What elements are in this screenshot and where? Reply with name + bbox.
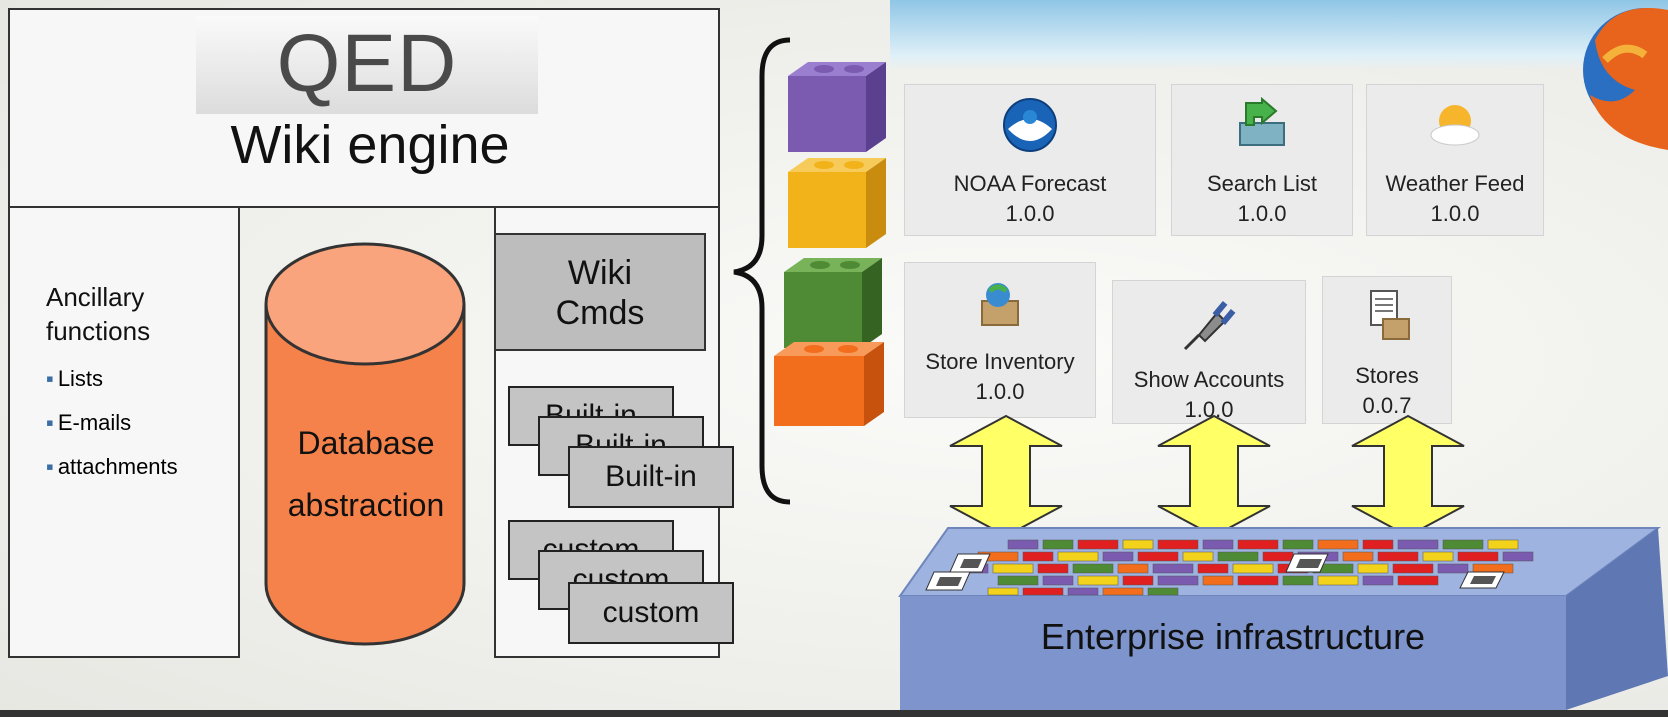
search-list-icon <box>1239 96 1285 146</box>
ancillary-item: E-mails <box>46 410 226 436</box>
custom-card: custom <box>568 582 734 644</box>
widget-version: 1.0.0 <box>1237 201 1287 226</box>
widget-version: 1.0.0 <box>1005 201 1055 226</box>
firefox-logo-icon <box>1583 8 1668 150</box>
widget-name: Weather Feed <box>1385 171 1525 196</box>
enterprise-infrastructure-slab <box>898 527 1668 710</box>
widget-version: 0.0.7 <box>1362 393 1412 418</box>
widget-weather-feed[interactable]: Weather Feed 1.0.0 <box>1366 84 1544 236</box>
widget-name: Stores <box>1355 363 1419 388</box>
widget-name: Search List <box>1206 171 1318 196</box>
database-label-line2: abstraction <box>287 487 445 523</box>
ancillary-title-line1: Ancillary <box>46 282 145 312</box>
ancillary-list: Lists E-mails attachments <box>46 366 226 498</box>
double-arrow-icon <box>1351 414 1465 538</box>
database-label-line1: Database <box>297 425 435 461</box>
noaa-icon <box>1003 98 1057 152</box>
widget-search-list[interactable]: Search List 1.0.0 <box>1171 84 1353 236</box>
plugin-block-green-icon <box>784 258 882 348</box>
widget-store-inventory[interactable]: Store Inventory 1.0.0 <box>904 262 1096 418</box>
widget-show-accounts[interactable]: Show Accounts 1.0.0 <box>1112 280 1306 424</box>
brick-pattern <box>957 539 1534 596</box>
plugin-block-yellow-icon <box>788 158 886 248</box>
wiki-cmds-line1: Wiki <box>567 254 633 292</box>
plugin-block-purple-icon <box>788 62 886 152</box>
ancillary-item: Lists <box>46 366 226 392</box>
database-label: Database abstraction <box>266 412 466 536</box>
ancillary-title-line2: functions <box>46 316 151 346</box>
builtin-card: Built-in <box>568 446 734 508</box>
plug-icon <box>1183 300 1236 351</box>
sky-banner <box>890 0 1668 70</box>
wiki-engine-label: Wiki engine <box>230 115 510 175</box>
ancillary-title: Ancillary functions <box>46 280 226 348</box>
double-arrow-icon <box>949 414 1063 538</box>
double-arrow-icon <box>1157 414 1271 538</box>
bottom-rule <box>0 710 1668 717</box>
ancillary-item: attachments <box>46 454 226 480</box>
curly-brace <box>733 37 791 505</box>
store-inventory-icon <box>981 283 1019 326</box>
plugin-block-orange-icon <box>774 342 884 426</box>
weather-icon <box>1430 105 1480 146</box>
widget-name: Show Accounts <box>1133 367 1285 392</box>
widget-name: Store Inventory <box>925 349 1075 374</box>
qed-logo: QED <box>196 16 538 114</box>
widget-noaa-forecast[interactable]: NOAA Forecast 1.0.0 <box>904 84 1156 236</box>
widget-version: 1.0.0 <box>975 379 1025 404</box>
wiki-cmds-box: Wiki Cmds <box>494 233 706 351</box>
database-cylinder <box>264 242 466 646</box>
wiki-cmds-line2: Cmds <box>555 294 645 332</box>
widget-stores[interactable]: Stores 0.0.7 <box>1322 276 1452 424</box>
widget-name: NOAA Forecast <box>953 171 1107 196</box>
stores-icon <box>1370 290 1410 340</box>
widget-version: 1.0.0 <box>1430 201 1480 226</box>
enterprise-infrastructure-label: Enterprise infrastructure <box>1040 616 1426 657</box>
